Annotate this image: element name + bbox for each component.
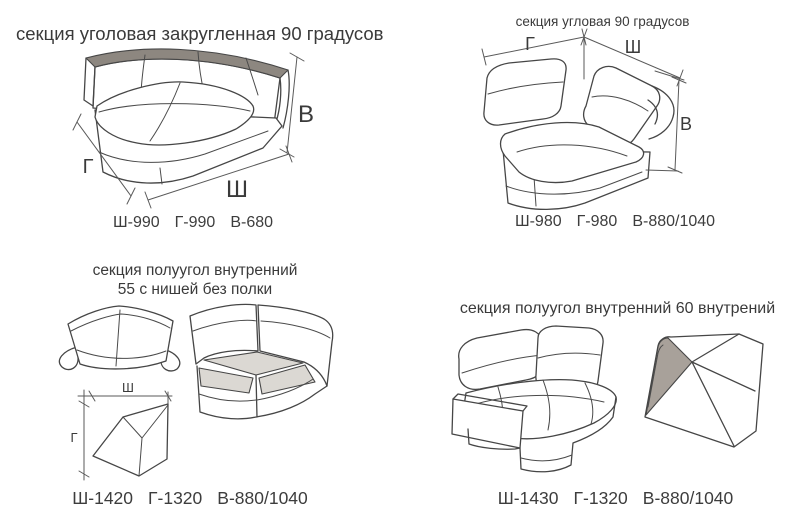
base bbox=[467, 396, 617, 473]
corner-90-title: секция угловая 90 градусов bbox=[515, 14, 690, 29]
half-corner-55-drawing: Ш Г bbox=[58, 303, 334, 481]
rounded-corner-drawing: Г Ш В bbox=[72, 48, 314, 209]
dim-width: Ш-1420 bbox=[72, 488, 134, 508]
seat bbox=[499, 121, 645, 184]
corner-90-dims: Ш-980 Г-980 В-880/1040 bbox=[480, 213, 750, 231]
niche-view bbox=[189, 303, 334, 420]
front-base bbox=[196, 365, 328, 420]
dim-height: В-680 bbox=[230, 214, 274, 231]
mattress-edge bbox=[647, 344, 664, 408]
dim-width: Ш-980 bbox=[514, 213, 562, 230]
rounded-corner-title: секция уголовая закругленная 90 градусов bbox=[16, 23, 384, 44]
width-label: Ш bbox=[625, 37, 642, 57]
cushion-seams bbox=[98, 82, 251, 142]
right-wall bbox=[257, 304, 334, 387]
depth-label: Г bbox=[525, 34, 535, 54]
width-label: Ш bbox=[122, 380, 134, 395]
height-label: В bbox=[680, 114, 692, 134]
dim-height: В-880/1040 bbox=[217, 488, 308, 508]
dim-width: Ш-1430 bbox=[497, 488, 559, 508]
right-loop bbox=[160, 348, 181, 372]
dim-depth: Г-1320 bbox=[573, 488, 628, 508]
left-post bbox=[83, 57, 96, 107]
half-corner-60-dims: Ш-1430 Г-1320 В-880/1040 bbox=[468, 488, 763, 509]
left-wall bbox=[189, 303, 259, 365]
half-corner-60-drawing bbox=[451, 325, 764, 473]
dim-depth: Г-1320 bbox=[148, 488, 203, 508]
title-line-2: 55 с нишей без полки bbox=[117, 281, 273, 298]
fold-creases bbox=[691, 333, 756, 447]
corner-90-dimensions: Г Ш В bbox=[481, 28, 692, 174]
left-backrest bbox=[458, 328, 545, 391]
height-label: В bbox=[298, 101, 314, 128]
width-label: Ш bbox=[226, 176, 248, 203]
seat-cushion bbox=[94, 81, 255, 146]
niche-floor-left bbox=[198, 367, 254, 394]
half-corner-55-dims: Ш-1420 Г-1320 В-880/1040 bbox=[55, 488, 325, 509]
backrest-top-band bbox=[85, 48, 289, 79]
left-backrest bbox=[483, 58, 567, 126]
backrest-shell bbox=[67, 305, 174, 370]
left-loop bbox=[58, 346, 79, 371]
dim-depth: Г-990 bbox=[174, 214, 216, 231]
sofa-view bbox=[451, 325, 617, 473]
dim-height: В-880/1040 bbox=[642, 488, 734, 508]
dim-width: Ш-990 bbox=[112, 214, 160, 231]
dim-depth: Г-980 bbox=[576, 213, 618, 230]
rounded-corner-sofa bbox=[83, 48, 290, 185]
right-backrest bbox=[582, 65, 661, 147]
corner-90-sofa bbox=[483, 58, 675, 210]
plan-view: Ш Г bbox=[70, 380, 173, 481]
half-corner-55-title: секция полуугол внутренний 55 с нишей бе… bbox=[70, 261, 320, 299]
half-corner-60-title: секция полуугол внутренний 60 внутрений bbox=[459, 300, 776, 317]
right-arm-roll bbox=[647, 85, 675, 140]
depth-label: Г bbox=[70, 430, 77, 445]
rounded-corner-dimensions: Г Ш В bbox=[72, 52, 314, 209]
folded-top-view bbox=[644, 333, 764, 448]
back-view-piece bbox=[58, 305, 181, 372]
plan-outline bbox=[92, 403, 169, 477]
base-seams bbox=[98, 130, 269, 185]
niche-floor-right bbox=[258, 364, 316, 395]
plan-creases bbox=[122, 404, 169, 477]
depth-label: Г bbox=[83, 156, 94, 178]
corner-90-drawing: Г Ш В bbox=[481, 28, 692, 210]
dim-height: В-880/1040 bbox=[632, 213, 716, 230]
rounded-corner-dims: Ш-990 Г-990 В-680 bbox=[58, 214, 328, 232]
niche-floor-back bbox=[203, 351, 304, 376]
title-line-1: секция полуугол внутренний bbox=[92, 262, 298, 279]
